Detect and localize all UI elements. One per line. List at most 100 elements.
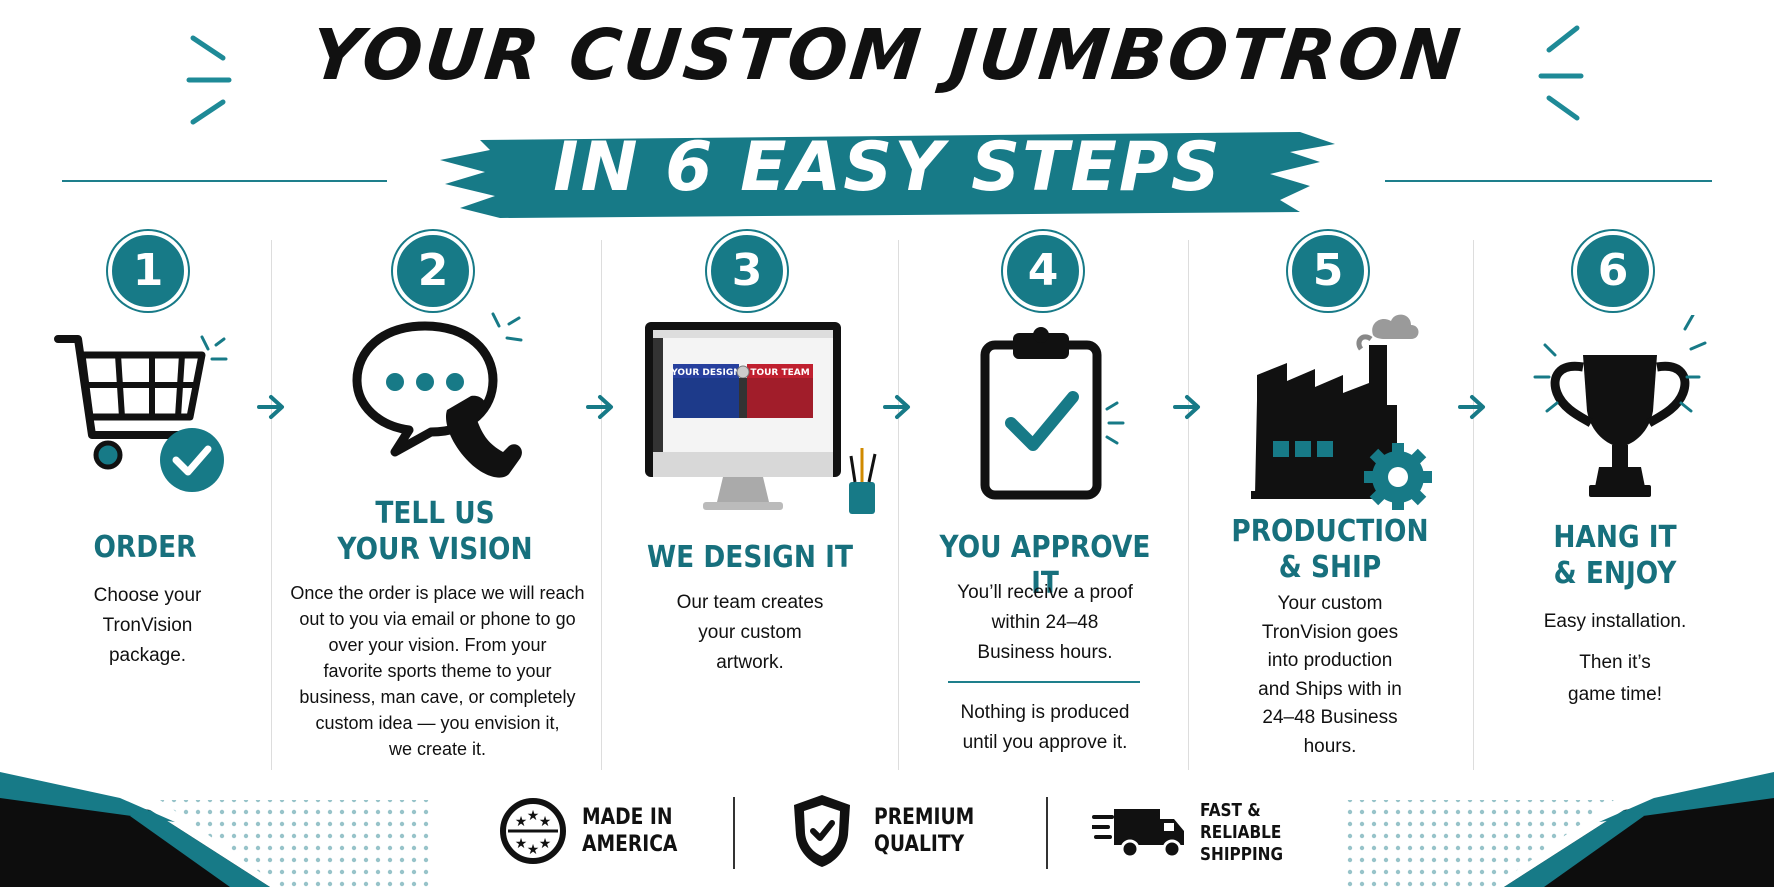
desc-line: favorite sports theme to your (323, 661, 552, 681)
chat-bubble-phone-icon (352, 312, 523, 478)
header-rule-right (1385, 180, 1712, 182)
desc-line: artwork. (716, 652, 784, 673)
feature-label-line: MADE IN (582, 805, 673, 830)
footer-divider (1046, 797, 1048, 869)
step-title-line: & SHIP (1278, 550, 1382, 585)
step-title-line: ORDER (93, 530, 197, 565)
column-divider (601, 240, 602, 770)
desc-line: your custom (698, 622, 802, 643)
clipboard-check-icon (980, 327, 1125, 500)
desc-line: Our team creates (676, 592, 824, 613)
step-description: You’ll receive a proof within 24–48 Busi… (915, 578, 1175, 668)
svg-text:★: ★ (527, 808, 540, 824)
note-line: Nothing is produced (960, 702, 1130, 723)
desc-line: within 24–48 (991, 612, 1099, 633)
desc-line: Easy installation. (1543, 611, 1687, 632)
feature-made-in-america: ★★★ ★★★ MADE IN AMERICA (498, 795, 694, 867)
step-note: Then it’s game time! (1490, 647, 1740, 711)
feature-label: PREMIUM QUALITY (874, 804, 974, 858)
desc-line: Business hours. (977, 642, 1113, 663)
desc-line: hours. (1303, 735, 1357, 757)
shield-check-icon (794, 795, 850, 867)
step-title: HANG IT & ENJOY (1505, 520, 1725, 592)
desc-line: we create it. (388, 739, 487, 759)
factory-gear-icon (1251, 314, 1432, 510)
step-description: Once the order is place we will reach ou… (275, 580, 600, 762)
svg-text:★: ★ (527, 842, 540, 858)
desc-line: package. (108, 645, 187, 666)
step-number-badge: 1 (108, 231, 188, 311)
desc-line: TronVision (102, 615, 193, 636)
column-divider (1473, 240, 1474, 770)
left-burst-decoration (186, 35, 232, 125)
step-title: PRODUCTION & SHIP (1216, 514, 1445, 586)
arrow-right-icon (883, 395, 910, 419)
shopping-cart-check-icon (54, 335, 228, 492)
footer-background (0, 772, 1774, 887)
step-title-line: PRODUCTION (1231, 514, 1429, 549)
step-title: TELL US YOUR VISION (316, 496, 554, 568)
feature-label-line: PREMIUM (874, 805, 975, 830)
svg-text:★: ★ (515, 836, 528, 852)
monitor-screen-text-left: YOUR DESIGN (670, 368, 741, 378)
stars-seal-icon: ★★★ ★★★ (500, 798, 566, 864)
desc-line: over your vision. From your (328, 635, 547, 655)
delivery-truck-icon (1092, 809, 1184, 859)
step-number-badge: 3 (707, 231, 787, 311)
step-title: ORDER (44, 530, 246, 566)
svg-text:★: ★ (539, 814, 552, 830)
feature-label: FAST & RELIABLE SHIPPING (1200, 800, 1283, 866)
desc-line: Choose your (93, 585, 202, 606)
step-description: Our team creates your custom artwork. (630, 588, 870, 678)
step-title-line: & ENJOY (1553, 556, 1677, 591)
desc-line: TronVision goes (1261, 621, 1399, 643)
feature-label-line: AMERICA (582, 832, 678, 857)
column-divider (271, 240, 272, 770)
step-number-badge: 6 (1573, 231, 1653, 311)
step-description: Choose your TronVision package. (40, 581, 255, 671)
feature-label-line: RELIABLE (1200, 822, 1282, 843)
page-subtitle: IN 6 EASY STEPS (553, 128, 1222, 207)
feature-label-line: SHIPPING (1200, 844, 1284, 865)
header-rule-left (62, 180, 387, 182)
arrow-right-icon (586, 395, 613, 419)
step-description: Easy installation. (1490, 607, 1740, 637)
desc-line: You’ll receive a proof (957, 582, 1133, 603)
note-line: Then it’s (1579, 652, 1651, 673)
desc-line: business, man cave, or completely (299, 687, 576, 707)
arrow-right-icon (1458, 395, 1485, 419)
step-description: Your custom TronVision goes into product… (1200, 590, 1460, 761)
desc-line: out to you via email or phone to go (299, 609, 576, 629)
feature-fast-shipping: FAST & RELIABLE SHIPPING (1092, 795, 1298, 871)
step-number-badge: 4 (1003, 231, 1083, 311)
step-number-badge: 2 (393, 231, 473, 311)
title-banner (440, 122, 1335, 222)
note-line: game time! (1568, 684, 1662, 705)
step-title-line: YOUR VISION (337, 532, 533, 567)
note-line: until you approve it. (962, 732, 1128, 753)
step-title-line: WE DESIGN IT (647, 540, 853, 575)
step-note: Nothing is produced until you approve it… (915, 698, 1175, 758)
step-title-line: YOU APPROVE IT (939, 530, 1151, 601)
svg-text:★: ★ (515, 814, 528, 830)
feature-label-line: FAST & (1200, 800, 1261, 821)
desc-line: Your custom (1277, 593, 1383, 614)
arrow-right-icon (257, 395, 284, 419)
step-title-line: TELL US (375, 496, 495, 531)
column-divider (1188, 240, 1189, 770)
feature-label: MADE IN AMERICA (582, 804, 677, 858)
step-title: WE DESIGN IT (636, 540, 865, 576)
arrow-right-icon (1173, 395, 1200, 419)
desc-line: 24–48 Business (1262, 707, 1398, 728)
desc-line: custom idea — you envision it, (315, 713, 560, 733)
page-title: YOUR CUSTOM JUMBOTRON (307, 14, 1467, 96)
desc-line: into production (1267, 650, 1393, 671)
step-number-badge: 5 (1288, 231, 1368, 311)
svg-text:★: ★ (539, 836, 552, 852)
right-burst-decoration (1538, 25, 1584, 121)
note-separator (948, 681, 1140, 683)
feature-label-line: QUALITY (874, 832, 965, 857)
monitor-screen-text-right: TOUR TEAM (750, 368, 809, 378)
desc-line: Once the order is place we will reach (290, 583, 585, 603)
footer-divider (733, 797, 735, 869)
